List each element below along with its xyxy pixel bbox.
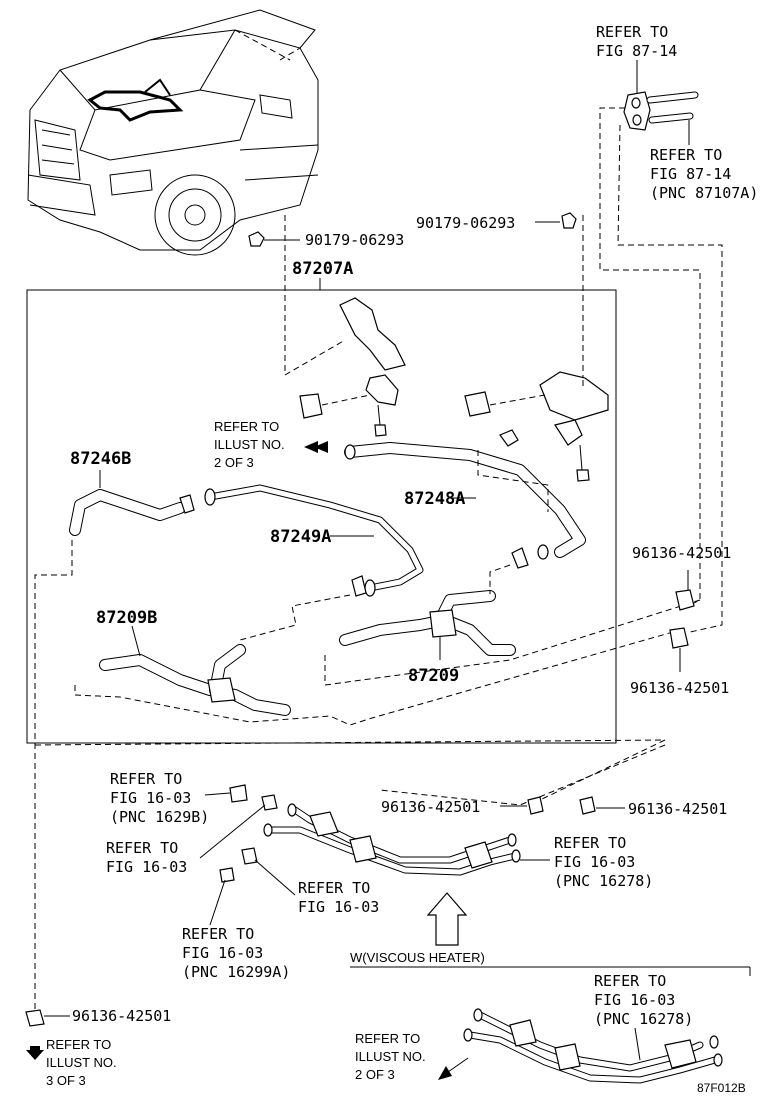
part-96136-d-label: 96136-42501 xyxy=(628,800,727,818)
firewall-grommet xyxy=(623,91,699,131)
svg-text:(PNC 16278): (PNC 16278) xyxy=(594,1010,693,1028)
refer-16-03-a: REFER TO FIG 16-03 xyxy=(106,839,187,876)
part-87246B-label: 87246B xyxy=(70,449,131,469)
clamp-96136-right-upper xyxy=(675,570,695,611)
arrow-down-left-icon xyxy=(438,1066,452,1080)
svg-text:REFER TO: REFER TO xyxy=(182,925,254,943)
part-96136-b-label: 96136-42501 xyxy=(630,679,729,697)
refer-illust-2-bottom: REFER TO ILLUST NO. 2 OF 3 xyxy=(355,1031,426,1082)
part-87249A-label: 87249A xyxy=(270,527,331,547)
svg-text:FIG 16-03: FIG 16-03 xyxy=(182,944,263,962)
bracket-right xyxy=(464,371,609,482)
bolt-90179-left xyxy=(248,231,300,247)
part-87207A-label: 87207A xyxy=(292,259,353,279)
svg-text:REFER TO: REFER TO xyxy=(596,23,668,41)
hose-87246B xyxy=(69,489,195,536)
variant-label: W(VISCOUS HEATER) xyxy=(350,950,485,965)
hose-87209 xyxy=(339,590,516,656)
refer-illust-3: REFER TO ILLUST NO. 3 OF 3 xyxy=(46,1037,117,1088)
refer-16-03-pnc16278-b: REFER TO FIG 16-03 (PNC 16278) xyxy=(594,972,693,1028)
part-87209-label: 87209 xyxy=(408,666,459,686)
hose-87248A xyxy=(344,442,586,569)
refer-16-03-pnc16278-a: REFER TO FIG 16-03 (PNC 16278) xyxy=(554,834,653,890)
clamp-96136-e xyxy=(25,1009,45,1027)
part-87209B-label: 87209B xyxy=(96,608,157,628)
clamp-96136-c xyxy=(527,796,544,815)
svg-text:REFER TO: REFER TO xyxy=(214,419,279,434)
svg-text:FIG 16-03: FIG 16-03 xyxy=(110,789,191,807)
svg-text:REFER TO: REFER TO xyxy=(298,879,370,897)
svg-text:ILLUST NO.: ILLUST NO. xyxy=(355,1049,426,1064)
svg-text:FIG 16-03: FIG 16-03 xyxy=(594,991,675,1009)
svg-text:REFER TO: REFER TO xyxy=(355,1031,420,1046)
svg-text:FIG 87-14: FIG 87-14 xyxy=(596,42,677,60)
assembly-box xyxy=(26,289,617,744)
part-90179-left-label: 90179-06293 xyxy=(305,231,404,249)
svg-text:(PNC 16299A): (PNC 16299A) xyxy=(182,963,290,981)
clamp-16-03-b xyxy=(241,847,258,865)
refer-illust-2-top: REFER TO ILLUST NO. 2 OF 3 xyxy=(214,419,285,470)
svg-text:2 OF 3: 2 OF 3 xyxy=(355,1067,395,1082)
clamp-87248A xyxy=(499,429,519,447)
part-96136-c-label: 96136-42501 xyxy=(381,798,480,816)
svg-text:3 OF 3: 3 OF 3 xyxy=(46,1073,86,1088)
part-96136-e-label: 96136-42501 xyxy=(72,1007,171,1025)
hose-end-16-03-b xyxy=(219,867,235,883)
svg-text:ILLUST NO.: ILLUST NO. xyxy=(214,437,285,452)
svg-text:REFER TO: REFER TO xyxy=(106,839,178,857)
svg-text:REFER TO: REFER TO xyxy=(594,972,666,990)
hose-87209B xyxy=(99,644,291,716)
part-90179-right-label: 90179-06293 xyxy=(416,214,515,232)
refer-16-03-pnc16299a: REFER TO FIG 16-03 (PNC 16299A) xyxy=(182,925,290,981)
clamp-96136-d xyxy=(579,796,596,815)
svg-text:FIG 16-03: FIG 16-03 xyxy=(298,898,379,916)
svg-text:REFER TO: REFER TO xyxy=(650,146,722,164)
svg-text:2 OF 3: 2 OF 3 xyxy=(214,455,254,470)
svg-text:FIG 16-03: FIG 16-03 xyxy=(106,858,187,876)
figure-code: 87F012B xyxy=(697,1081,746,1095)
svg-text:ILLUST NO.: ILLUST NO. xyxy=(46,1055,117,1070)
refer-16-03-b: REFER TO FIG 16-03 xyxy=(298,879,379,916)
part-87248A-label: 87248A xyxy=(404,489,465,509)
svg-text:REFER TO: REFER TO xyxy=(554,834,626,852)
svg-text:(PNC 87107A): (PNC 87107A) xyxy=(650,184,758,202)
hose-end-16-03-a xyxy=(229,784,248,803)
svg-text:FIG 16-03: FIG 16-03 xyxy=(554,853,635,871)
refer-87-14-top: REFER TO FIG 87-14 xyxy=(596,23,677,60)
viscous-heater-pipe xyxy=(463,1008,723,1084)
svg-text:FIG 87-14: FIG 87-14 xyxy=(650,165,731,183)
refer-87-14-pnc: REFER TO FIG 87-14 (PNC 87107A) xyxy=(650,146,758,202)
bolt-90179-right xyxy=(535,212,577,229)
clamp-96136-right-lower xyxy=(669,627,689,672)
svg-text:(PNC 16278): (PNC 16278) xyxy=(554,872,653,890)
bracket-87207A xyxy=(284,297,406,437)
arrow-up-icon xyxy=(426,892,468,946)
arrow-left-icon xyxy=(304,441,318,453)
clamp-16-03-a xyxy=(261,794,278,811)
arrow-down-icon xyxy=(26,1046,44,1060)
svg-text:REFER TO: REFER TO xyxy=(110,770,182,788)
hose-87249A xyxy=(204,484,424,597)
refer-16-03-pnc1629b: REFER TO FIG 16-03 (PNC 1629B) xyxy=(110,770,209,826)
vehicle-illustration xyxy=(27,9,319,256)
svg-text:(PNC 1629B): (PNC 1629B) xyxy=(110,808,209,826)
heater-pipe-assembly xyxy=(263,803,521,876)
svg-text:REFER TO: REFER TO xyxy=(46,1037,111,1052)
part-96136-a-label: 96136-42501 xyxy=(632,544,731,562)
